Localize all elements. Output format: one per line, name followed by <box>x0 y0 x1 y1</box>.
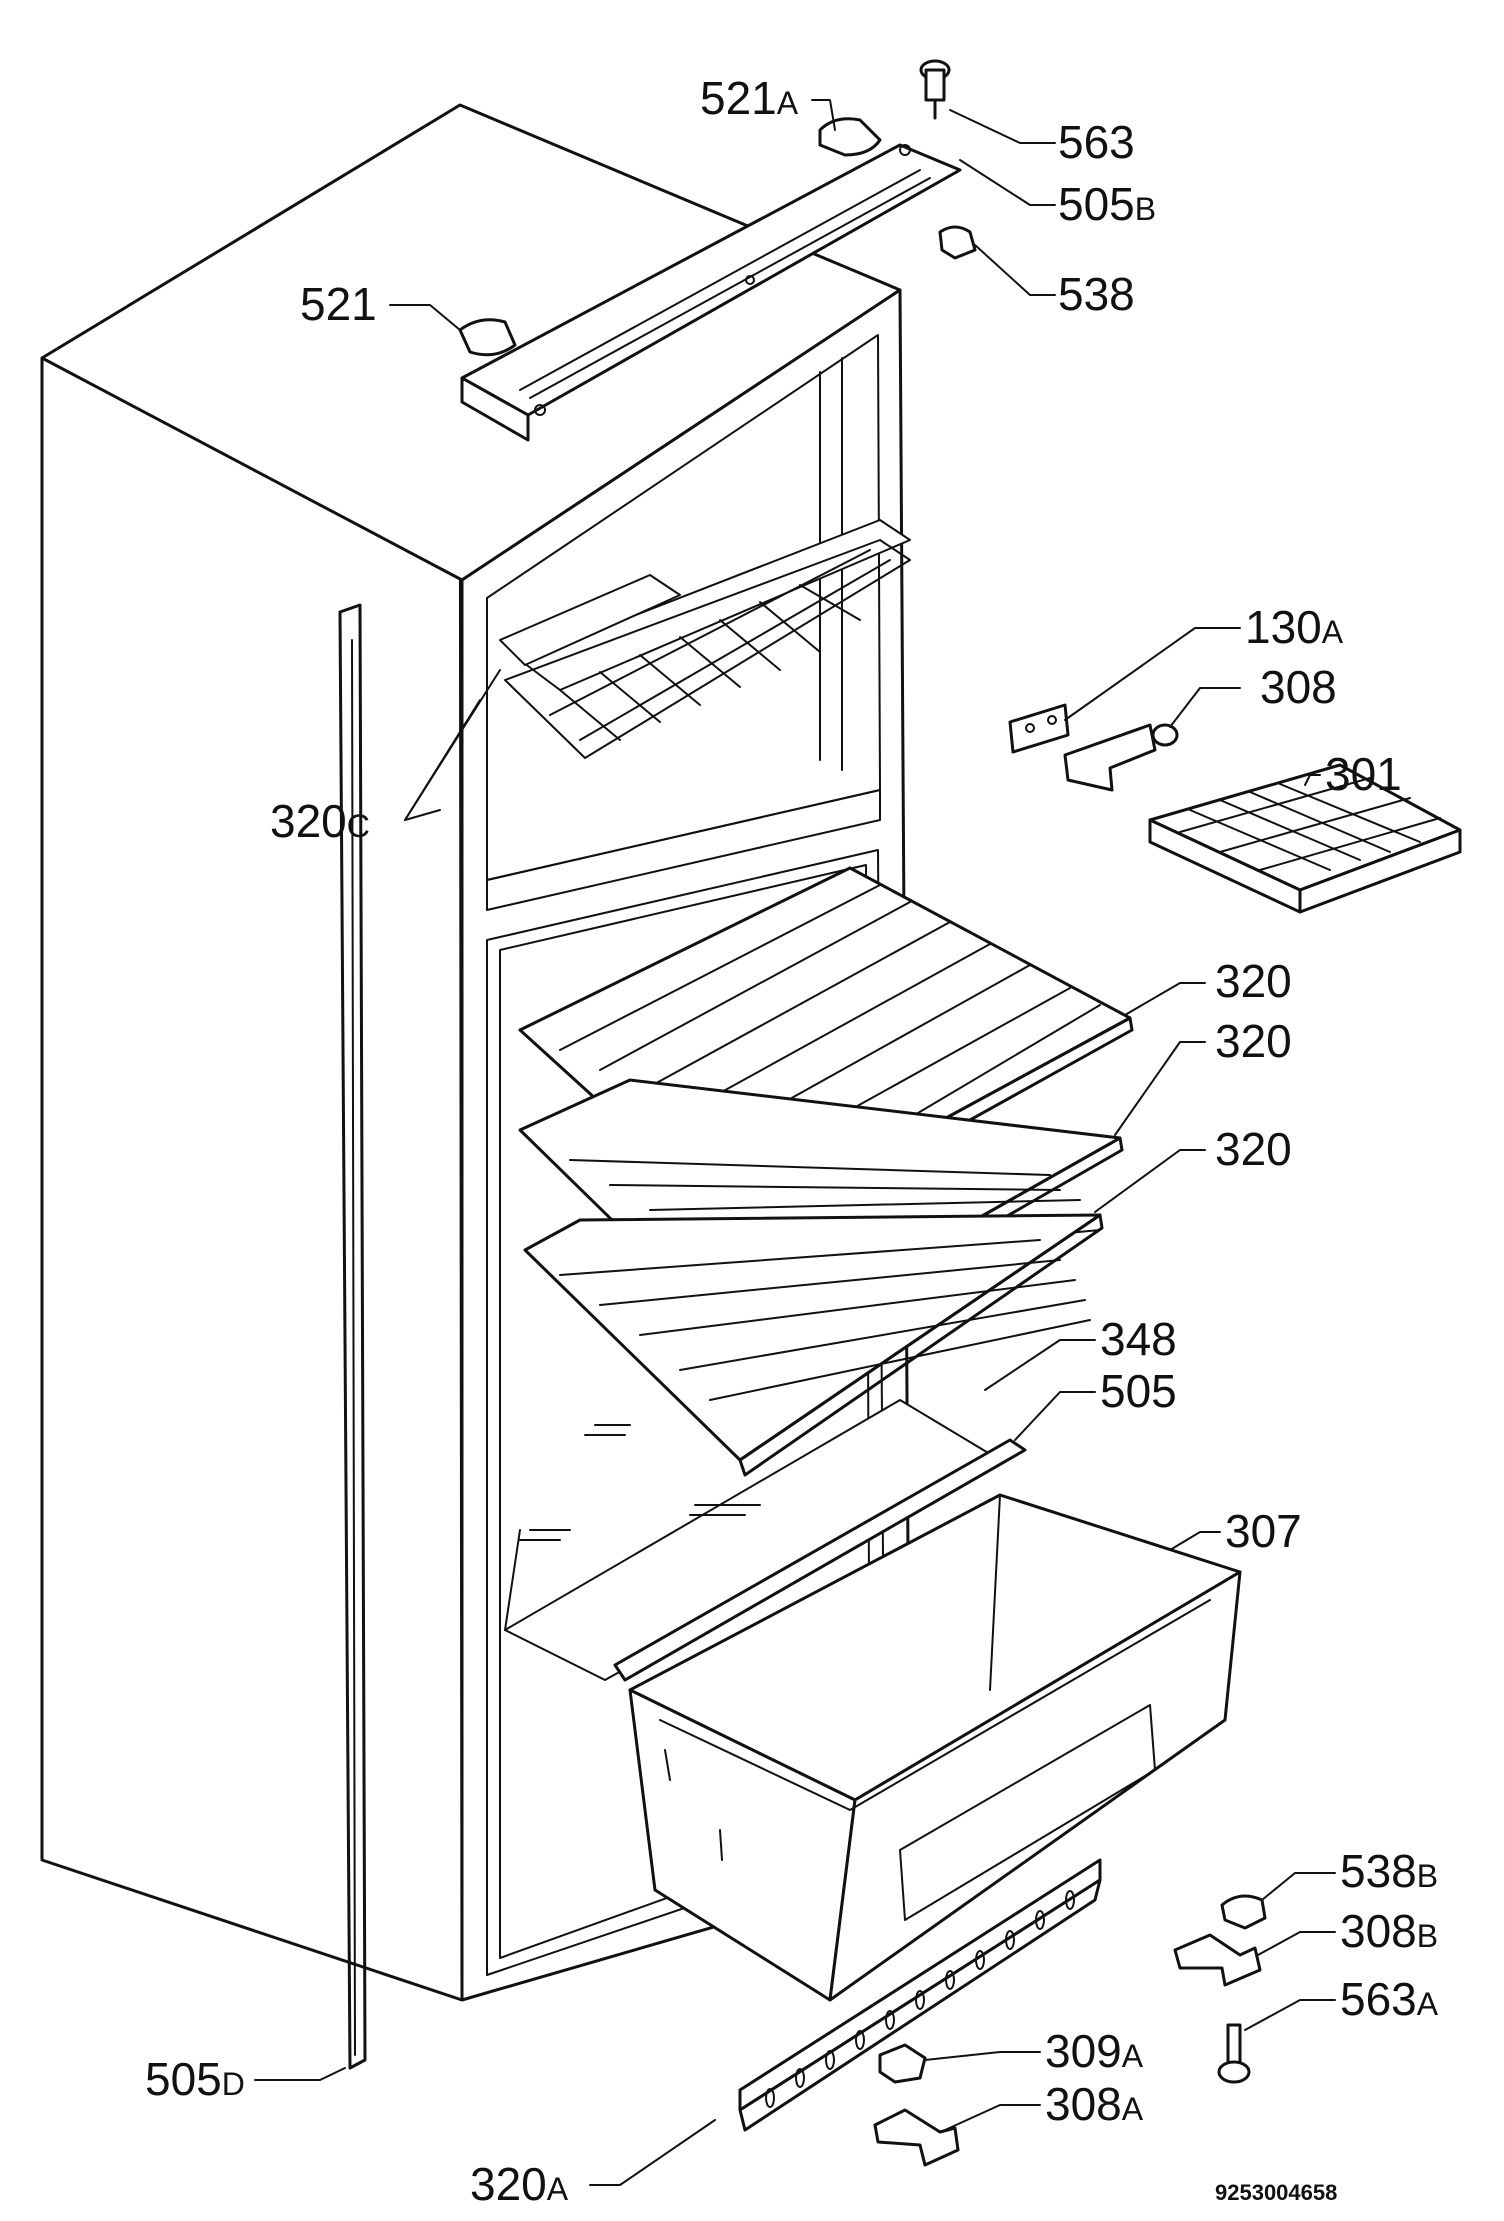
cover-cap-521 <box>458 318 517 357</box>
wire-shelf-3 <box>523 1213 1104 1477</box>
hinge-bracket-308a <box>873 2108 960 2167</box>
hinge-pin-563a <box>1217 2023 1251 2084</box>
cover-cap-538b <box>1220 1894 1267 1930</box>
callout-labels: 521A 563 505B 538 521 130A 308 301 320C … <box>145 72 1439 2210</box>
bottom-ventilation-grille <box>738 1858 1102 2132</box>
label-301: 301 <box>1325 748 1402 800</box>
label-505d: 505D <box>145 2053 245 2105</box>
label-320-2: 320 <box>1215 1015 1292 1067</box>
cover-cap-309a <box>878 2043 927 2084</box>
label-320-1: 320 <box>1215 955 1292 1007</box>
label-563: 563 <box>1058 116 1135 168</box>
label-309a: 309A <box>1045 2025 1144 2077</box>
label-308a: 308A <box>1045 2078 1144 2130</box>
leader-lines <box>254 99 1336 2186</box>
label-320c: 320C <box>270 795 370 847</box>
label-505b: 505B <box>1058 178 1156 230</box>
label-538: 538 <box>1058 268 1135 320</box>
label-538b: 538B <box>1340 1845 1438 1897</box>
ice-tray <box>1148 763 1462 914</box>
label-521: 521 <box>300 278 377 330</box>
label-308: 308 <box>1260 661 1337 713</box>
top-hinge-bar <box>460 143 962 442</box>
label-308b: 308B <box>1340 1905 1438 1957</box>
hinge-bracket-308b <box>1173 1933 1262 1987</box>
cover-cap-538 <box>938 225 977 260</box>
glass-shelf-front-strip <box>613 1438 1027 1682</box>
cover-cap-521a <box>818 117 882 157</box>
hinge-pin-563 <box>919 59 951 120</box>
label-521a: 521A <box>700 72 799 124</box>
crisper-drawer <box>628 1493 1242 2002</box>
label-130a: 130A <box>1245 601 1344 653</box>
document-number: 9253004658 <box>1215 2180 1337 2205</box>
hinge-bracket-308 <box>1063 723 1179 792</box>
label-348: 348 <box>1100 1313 1177 1365</box>
label-320-3: 320 <box>1215 1123 1292 1175</box>
label-505: 505 <box>1100 1365 1177 1417</box>
hinge-plate-130a <box>1008 703 1070 754</box>
label-307: 307 <box>1225 1505 1302 1557</box>
label-320a: 320A <box>470 2158 569 2210</box>
door-seal-strip <box>338 603 367 2070</box>
label-563a: 563A <box>1340 1973 1439 2025</box>
